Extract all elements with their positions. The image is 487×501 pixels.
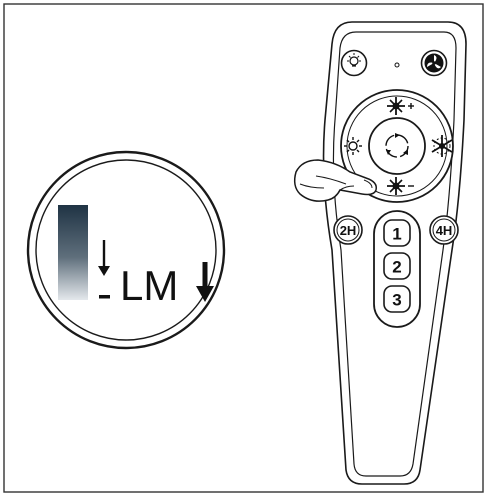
speed-2-button[interactable]: 2 <box>384 253 410 279</box>
timer-2h-label: 2H <box>340 223 357 238</box>
timer-2h-button[interactable]: 2H <box>334 216 362 244</box>
brightness-down-button[interactable] <box>383 176 419 196</box>
speed-1-label: 1 <box>392 225 401 244</box>
timer-4h-button[interactable]: 4H <box>430 216 458 244</box>
timer-4h-label: 4H <box>436 223 453 238</box>
brightness-up-button[interactable] <box>383 96 419 116</box>
light-button[interactable] <box>342 51 367 76</box>
speed-1-button[interactable]: 1 <box>384 220 410 246</box>
minus-mark <box>99 295 110 299</box>
fan-button[interactable] <box>422 51 447 76</box>
speed-3-label: 3 <box>392 291 401 310</box>
speed-2-label: 2 <box>392 258 401 277</box>
display-lm-text: LM <box>120 262 178 309</box>
zoom-display: LM <box>28 152 224 348</box>
speed-3-button[interactable]: 3 <box>384 286 410 312</box>
brightness-gradient-bar <box>58 205 88 300</box>
center-button[interactable] <box>369 118 425 174</box>
fan-icon <box>425 54 444 73</box>
